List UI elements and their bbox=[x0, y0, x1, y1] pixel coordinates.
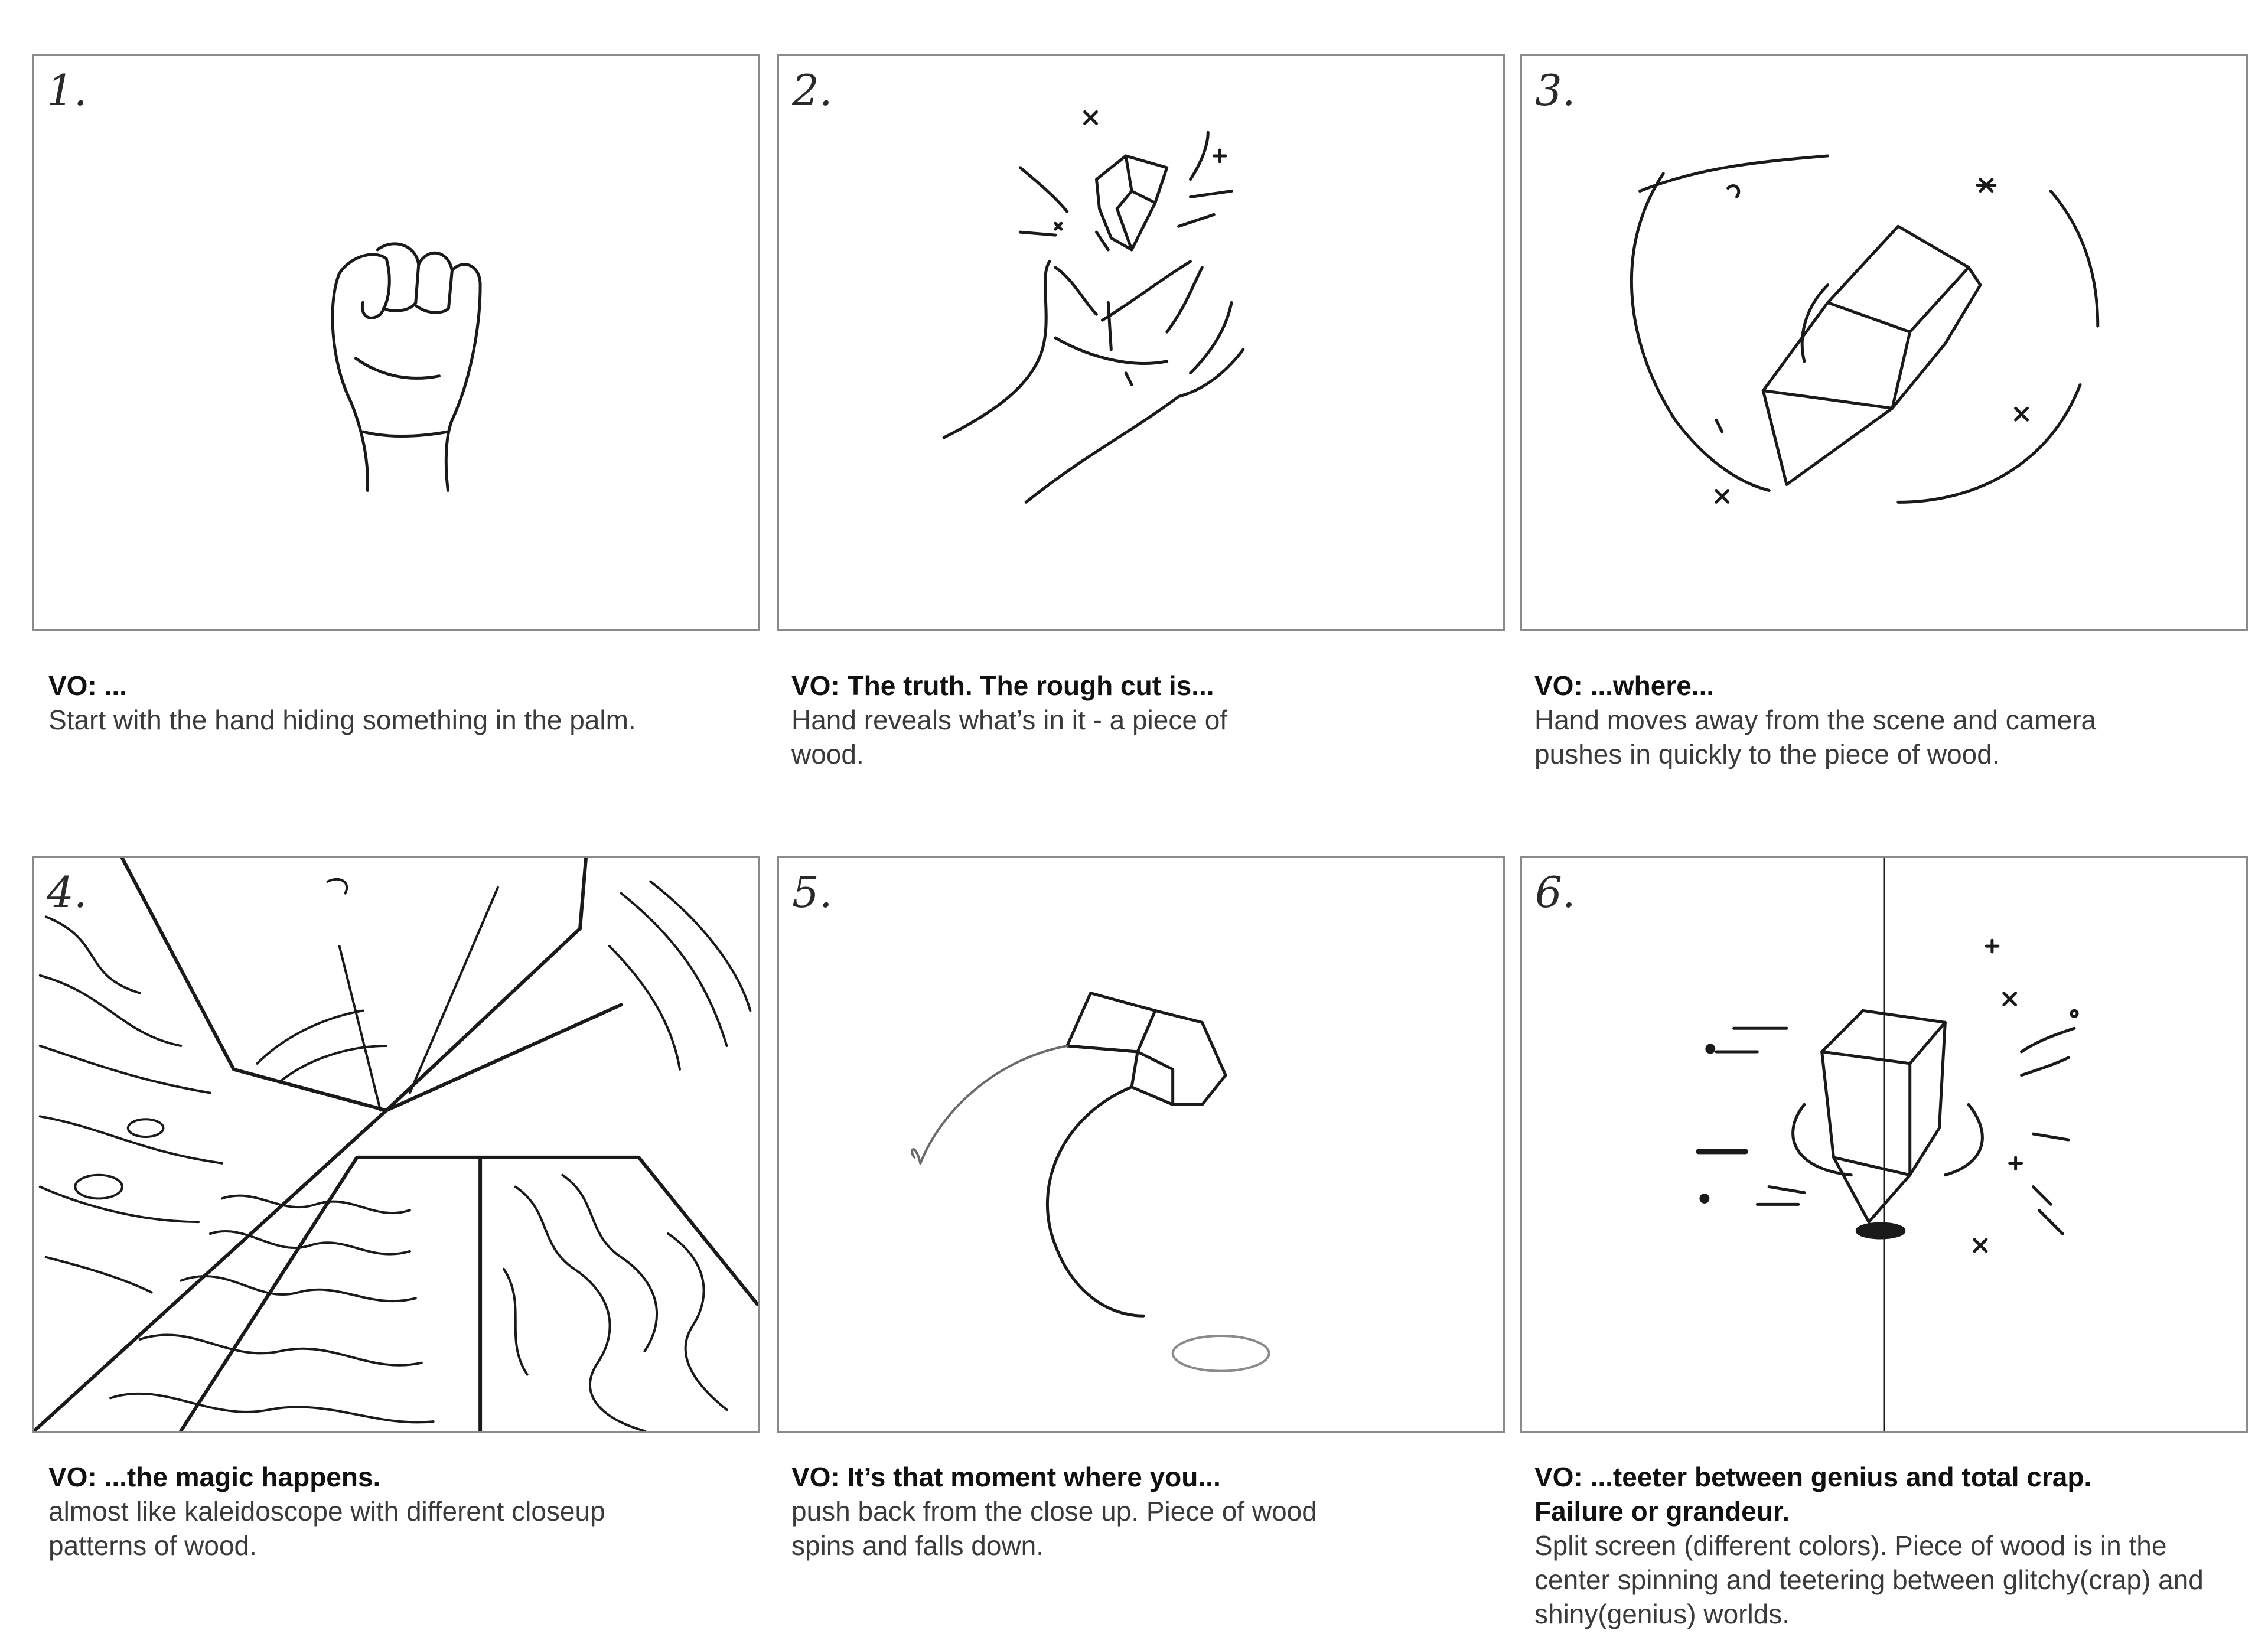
storyboard-panel-3: 3. bbox=[1520, 54, 2248, 631]
fist-sketch-icon bbox=[331, 242, 482, 492]
wood-block-sketch-icon bbox=[1630, 154, 2100, 504]
voiceover-line: VO: ... bbox=[48, 670, 127, 701]
voiceover-line: VO: ...teeter between genius and total c… bbox=[1534, 1462, 2092, 1527]
spinning-wood-sketch-icon bbox=[911, 992, 1270, 1372]
panel-description: push back from the close up. Piece of wo… bbox=[791, 1496, 1317, 1561]
panel-description: almost like kaleidoscope with different … bbox=[48, 1496, 605, 1561]
panel-number: 6. bbox=[1535, 868, 1576, 917]
panel-1-caption: VO: ... Start with the hand hiding somet… bbox=[48, 669, 745, 737]
wood-grain-sketch-icon bbox=[34, 858, 758, 1431]
panel-4-caption: VO: ...the magic happens. almost like ka… bbox=[48, 1460, 745, 1563]
panel-number: 2. bbox=[792, 66, 833, 115]
open-hand-sketch-icon bbox=[942, 110, 1245, 504]
panel-2-caption: VO: The truth. The rough cut is... Hand … bbox=[791, 669, 1488, 771]
panel-description: Start with the hand hiding something in … bbox=[48, 705, 636, 735]
storyboard-panel-1: 1. bbox=[32, 54, 760, 631]
panel-description: Hand moves away from the scene and camer… bbox=[1534, 705, 2097, 769]
panel-description: Split screen (different colors). Piece o… bbox=[1534, 1530, 2204, 1629]
voiceover-line: VO: It’s that moment where you... bbox=[791, 1462, 1221, 1492]
storyboard-panel-6: 6. bbox=[1520, 856, 2248, 1433]
voiceover-line: VO: The truth. The rough cut is... bbox=[791, 670, 1214, 701]
panel-number: 4. bbox=[47, 868, 87, 917]
panel-5-caption: VO: It’s that moment where you... push b… bbox=[791, 1460, 1488, 1563]
panel-3-caption: VO: ...where... Hand moves away from the… bbox=[1534, 669, 2231, 771]
storyboard-panel-2: 2. bbox=[777, 54, 1505, 631]
panel-6-caption: VO: ...teeter between genius and total c… bbox=[1534, 1460, 2231, 1631]
split-screen-spinning-wood-sketch-icon bbox=[1696, 858, 2079, 1431]
panel-number: 5. bbox=[792, 868, 833, 917]
panel-description: Hand reveals what’s in it - a piece of w… bbox=[791, 705, 1228, 769]
storyboard-panel-5: 5. bbox=[777, 856, 1505, 1433]
panel-number: 3. bbox=[1535, 66, 1576, 115]
voiceover-line: VO: ...where... bbox=[1534, 670, 1715, 701]
voiceover-line: VO: ...the magic happens. bbox=[48, 1462, 381, 1492]
storyboard-panel-4: 4. bbox=[32, 856, 760, 1433]
panel-number: 1. bbox=[47, 66, 87, 115]
